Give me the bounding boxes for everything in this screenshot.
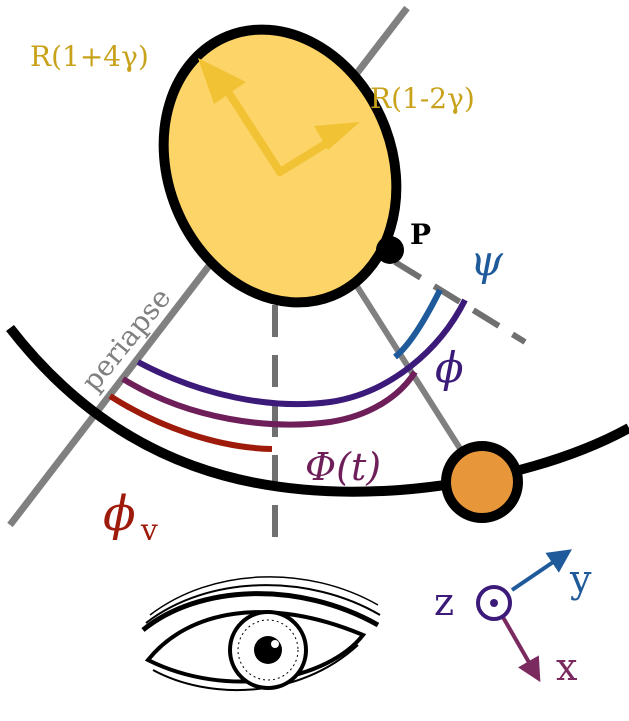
Phi-t-label: Φ(t) (305, 445, 381, 489)
psi-arc (393, 288, 443, 360)
x-axis-label: x (556, 645, 577, 689)
z-axis-label: z (434, 580, 454, 624)
phi-v-label: ϕ v (103, 486, 158, 548)
orbit-arc (6, 324, 629, 497)
point-p-label: P (410, 218, 431, 251)
psi-label: ψ (470, 236, 504, 285)
phi-arc (136, 298, 468, 408)
point-p-marker (376, 236, 404, 264)
phi-v-arc (108, 393, 273, 452)
coordinate-axes: z y x (434, 549, 592, 689)
bulge-direction-dashed (393, 259, 527, 345)
ellipse-axes (198, 58, 360, 176)
Phi-arc (121, 370, 418, 428)
y-axis-label: y (569, 557, 592, 601)
phi-label: ϕ (435, 343, 464, 392)
major-axis-label: R(1+4γ) (30, 40, 149, 73)
phi-v-subscript: v (140, 513, 158, 548)
observer-eye-icon (141, 576, 381, 692)
x-axis-arrow (498, 611, 541, 683)
y-axis-arrow (510, 549, 572, 592)
z-axis-dot (490, 599, 498, 607)
minor-axis-label: R(1-2γ) (370, 82, 475, 115)
phi-v-symbol: ϕ (103, 486, 136, 542)
moon-circle (441, 441, 523, 523)
